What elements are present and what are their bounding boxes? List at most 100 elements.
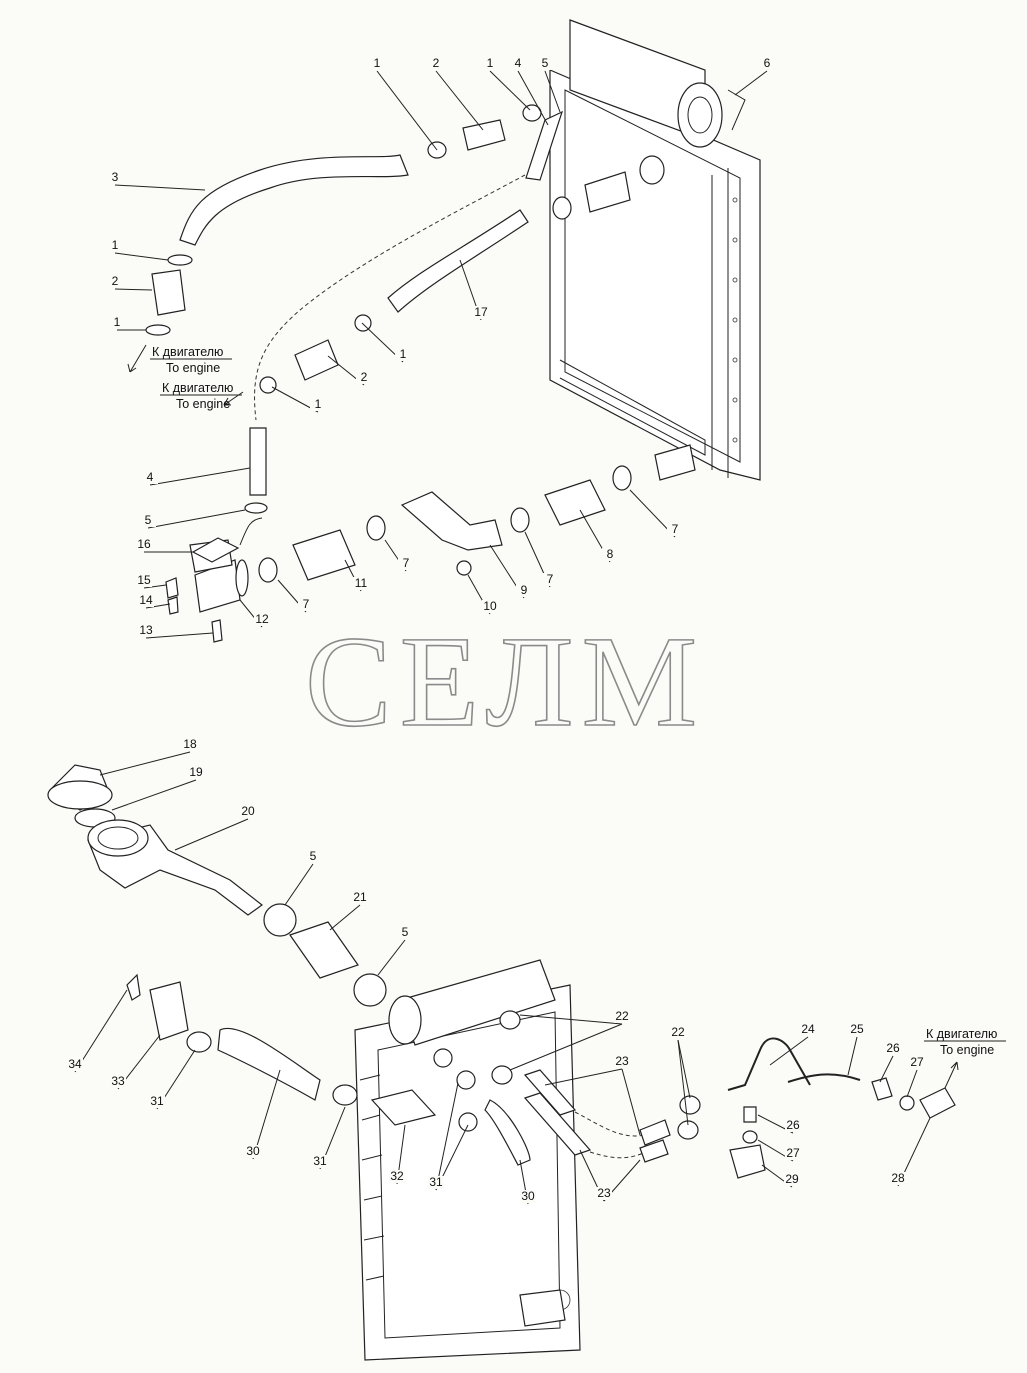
- callout-label: 19: [189, 765, 203, 779]
- sleeve-2: [294, 339, 339, 381]
- clamp-7: [612, 465, 632, 491]
- callout-label: 5: [402, 925, 409, 939]
- clamp-7: [510, 507, 530, 533]
- clamp-31: [332, 1084, 358, 1106]
- leader-line: [677, 1039, 689, 1126]
- leader-line: [519, 1014, 623, 1025]
- callout-label: 16: [137, 537, 151, 551]
- callout-label: 1: [487, 56, 494, 70]
- pipe-23: [523, 1092, 592, 1156]
- callout-label: 33: [111, 1074, 125, 1088]
- note-en: To engine: [940, 1043, 994, 1057]
- valve-15: [165, 577, 179, 599]
- clamp-1: [167, 254, 193, 266]
- leader-line: [435, 1082, 459, 1191]
- leader-line: [435, 70, 484, 131]
- watermark: СЕЛМ: [305, 610, 705, 754]
- callout-label: 7: [403, 556, 410, 570]
- callout-label: 30: [521, 1189, 535, 1203]
- leader-line: [906, 1069, 918, 1098]
- pipe-23: [639, 1119, 671, 1146]
- leader-line: [114, 184, 206, 191]
- callout-label: 27: [910, 1055, 924, 1069]
- hose-17: [387, 209, 529, 313]
- clamp-7: [366, 515, 386, 541]
- elbow-9: [400, 491, 503, 551]
- clamp-31: [458, 1112, 478, 1132]
- callout-label: 1: [112, 238, 119, 252]
- callout-label: 1: [374, 56, 381, 70]
- clamp-10: [456, 560, 472, 576]
- callout-label: 23: [615, 1054, 629, 1068]
- clamp-22: [491, 1065, 513, 1085]
- hose-30: [217, 1027, 321, 1101]
- clamp-1: [259, 376, 277, 394]
- callout-label: 5: [542, 56, 549, 70]
- leader-line: [74, 989, 128, 1073]
- clamp-31: [456, 1070, 476, 1090]
- callout-label: 9: [521, 583, 528, 597]
- nut-26: [743, 1106, 757, 1123]
- sleeve-11: [292, 529, 356, 581]
- callout-label: 29: [785, 1172, 799, 1186]
- leader-line: [329, 904, 361, 931]
- callout-label: 24: [801, 1022, 815, 1036]
- callout-label: 20: [241, 804, 255, 818]
- hose-3: [179, 154, 409, 246]
- pipe-23: [639, 1139, 669, 1163]
- clamp-31: [433, 1048, 453, 1068]
- callout-label: 7: [672, 522, 679, 536]
- valve-14: [167, 596, 179, 615]
- cap-18: [47, 764, 113, 811]
- callout-label: 26: [886, 1041, 900, 1055]
- note-en: To engine: [176, 397, 230, 411]
- leader-line: [114, 252, 169, 261]
- callout-label: 31: [313, 1154, 327, 1168]
- sleeve-2: [462, 119, 506, 151]
- leader-line: [149, 467, 251, 486]
- leader-line: [111, 779, 197, 811]
- leader-line: [147, 509, 246, 529]
- leader-line: [143, 584, 167, 589]
- callout-label: 2: [433, 56, 440, 70]
- clamp-22: [679, 1095, 701, 1115]
- callout-label: 31: [429, 1175, 443, 1189]
- cap-16: [191, 537, 240, 563]
- leader-line: [769, 1036, 809, 1066]
- fitting-29: [729, 1144, 766, 1179]
- callout-label: 13: [139, 623, 153, 637]
- callout-label: 34: [68, 1057, 82, 1071]
- callout-label: 28: [891, 1171, 905, 1185]
- note-ru: К двигателю: [926, 1027, 997, 1041]
- callout-label: 1: [114, 315, 121, 329]
- leader-line: [509, 1023, 623, 1071]
- callout-label: 5: [310, 849, 317, 863]
- callout-label: 18: [183, 737, 197, 751]
- leader-line: [252, 1069, 281, 1160]
- callout-label: 8: [607, 547, 614, 561]
- clamp-7: [258, 557, 278, 583]
- note-ru: К двигателю: [152, 345, 223, 359]
- callout-label: 1: [400, 347, 407, 361]
- pipe-4: [249, 427, 267, 496]
- sleeve-2: [151, 269, 186, 316]
- callout-label: 7: [303, 597, 310, 611]
- sleeve-21: [289, 921, 359, 979]
- callout-label: 21: [353, 890, 367, 904]
- leader-line: [677, 1039, 691, 1099]
- callout-label: 31: [150, 1094, 164, 1108]
- leader-line: [99, 751, 191, 776]
- leader-line: [377, 939, 406, 976]
- callout-label: 26: [786, 1118, 800, 1132]
- callout-label: 25: [850, 1022, 864, 1036]
- washer-27: [742, 1130, 758, 1144]
- callout-label: 7: [547, 572, 554, 586]
- callout-label: 10: [483, 599, 497, 613]
- plug-13: [211, 619, 223, 643]
- callout-label: 27: [786, 1146, 800, 1160]
- tube-24: [727, 1037, 811, 1091]
- callout-label: 2: [361, 370, 368, 384]
- nut-26: [871, 1077, 893, 1101]
- callout-label: 4: [147, 470, 154, 484]
- part-34: [126, 973, 141, 1001]
